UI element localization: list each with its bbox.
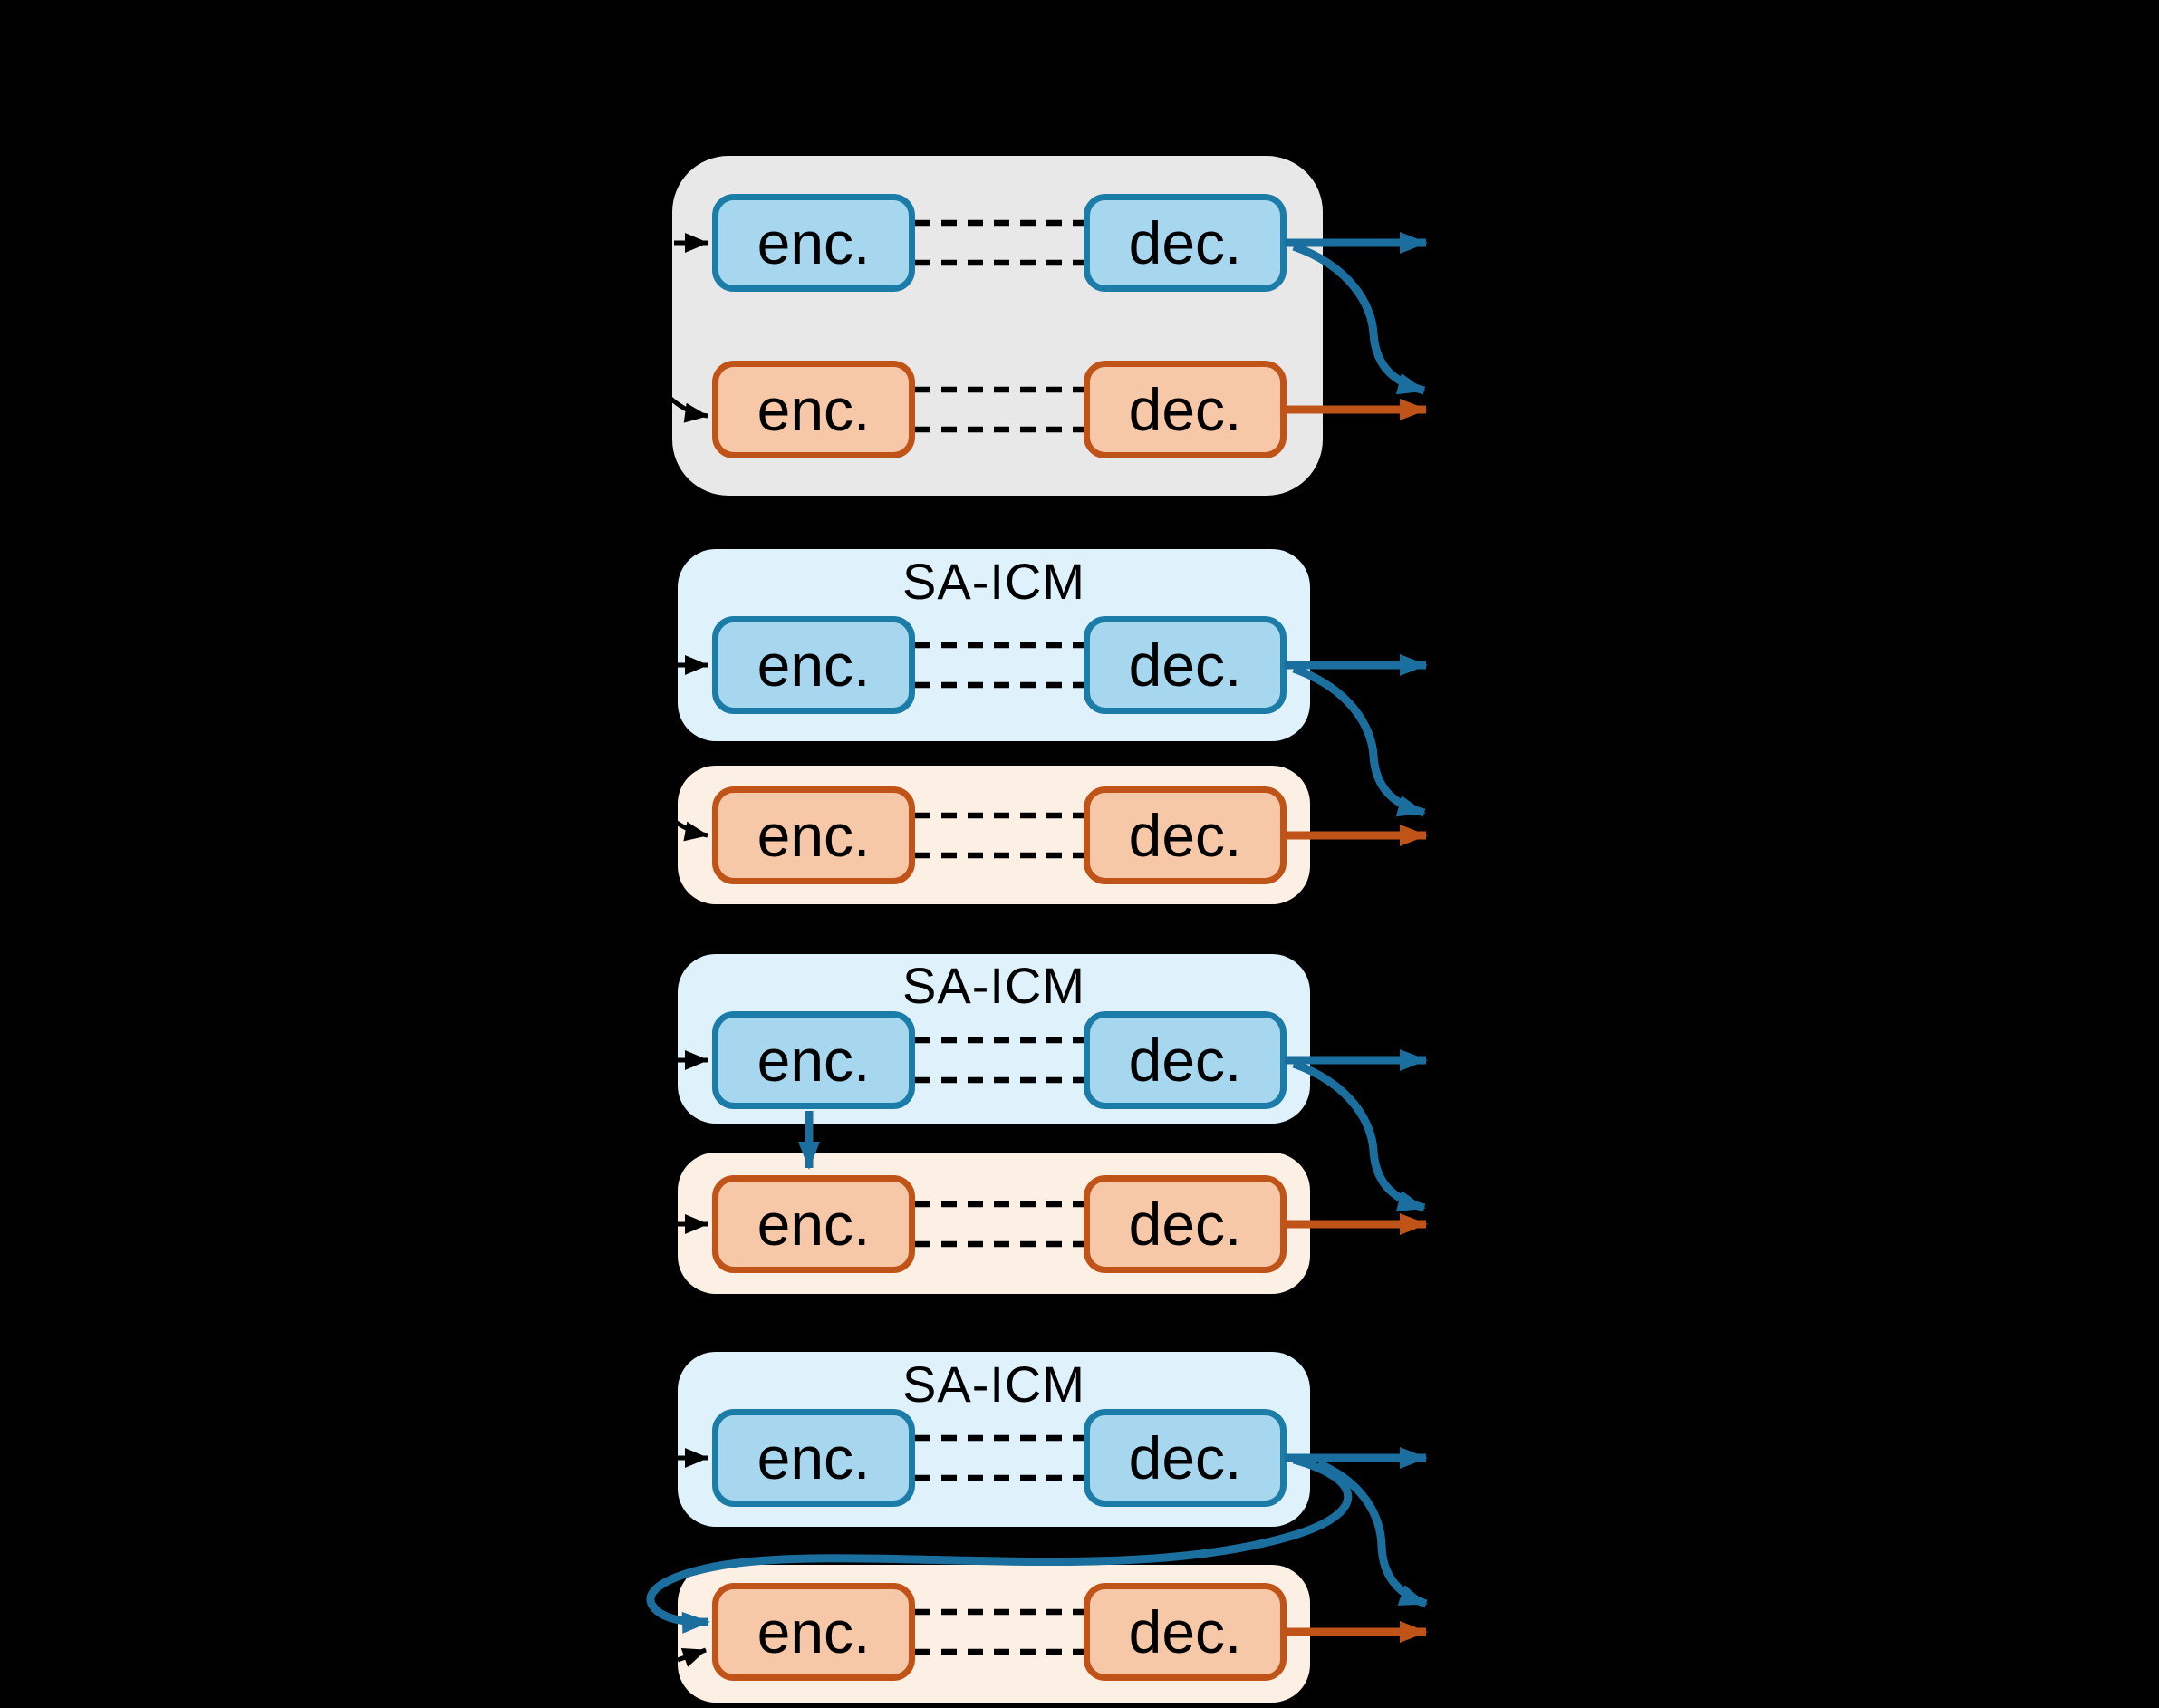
- group1-human-decoder-box: dec.: [1084, 194, 1287, 292]
- group1-machine-decoder-box: dec.: [1084, 361, 1287, 458]
- decoder-label: dec.: [1128, 802, 1242, 869]
- group4-machine-input-arrow: [677, 1647, 707, 1667]
- decoder-label: dec.: [1128, 1424, 1242, 1491]
- group2-machine-decoder-box: dec.: [1084, 786, 1287, 884]
- group1-machine-encoder-box: enc.: [712, 361, 915, 458]
- group4-machine-decoder-box: dec.: [1084, 1583, 1287, 1681]
- decoder-label: dec.: [1128, 1191, 1242, 1258]
- group4-human-dec-to-machine-enc-loop-arrow: [646, 1455, 1353, 1634]
- encoder-label: enc.: [757, 209, 871, 276]
- encoder-label: enc.: [757, 376, 871, 443]
- decoder-label: dec.: [1128, 1027, 1242, 1094]
- decoder-label: dec.: [1128, 1598, 1242, 1665]
- group4-machine-encoder-box: enc.: [712, 1583, 915, 1681]
- group2-machine-input-arrow: [672, 818, 708, 842]
- group1-human-to-machine-output-curve: [1292, 242, 1426, 395]
- group3-human-encoder-box: enc.: [712, 1011, 915, 1109]
- group2-human-to-machine-output-curve: [1292, 664, 1426, 817]
- group3-machine-decoder-box: dec.: [1084, 1175, 1287, 1273]
- encoder-label: enc.: [757, 1027, 871, 1094]
- encoder-label: enc.: [757, 1424, 871, 1491]
- group3-machine-encoder-box: enc.: [712, 1175, 915, 1273]
- group4-human-to-machine-output-curve: [1316, 1459, 1428, 1608]
- group4-human-encoder-box: enc.: [712, 1409, 915, 1507]
- group3-human-decoder-box: dec.: [1084, 1011, 1287, 1109]
- group2-machine-encoder-box: enc.: [712, 786, 915, 884]
- encoder-label: enc.: [757, 802, 871, 869]
- group1-human-encoder-box: enc.: [712, 194, 915, 292]
- group4-human-decoder-box: dec.: [1084, 1409, 1287, 1507]
- group4-sa-icm-title: SA-ICM: [902, 1356, 1085, 1413]
- group3-human-to-machine-output-curve: [1292, 1059, 1426, 1212]
- group2-sa-icm-title: SA-ICM: [902, 553, 1085, 610]
- encoder-label: enc.: [757, 632, 871, 699]
- group1-machine-input-arrow: [667, 395, 708, 423]
- decoder-label: dec.: [1128, 209, 1242, 276]
- group2-human-decoder-box: dec.: [1084, 616, 1287, 714]
- decoder-label: dec.: [1128, 632, 1242, 699]
- encoder-label: enc.: [757, 1598, 871, 1665]
- group3-sa-icm-title: SA-ICM: [902, 957, 1085, 1014]
- decoder-label: dec.: [1128, 376, 1242, 443]
- encoder-label: enc.: [757, 1191, 871, 1258]
- group2-human-encoder-box: enc.: [712, 616, 915, 714]
